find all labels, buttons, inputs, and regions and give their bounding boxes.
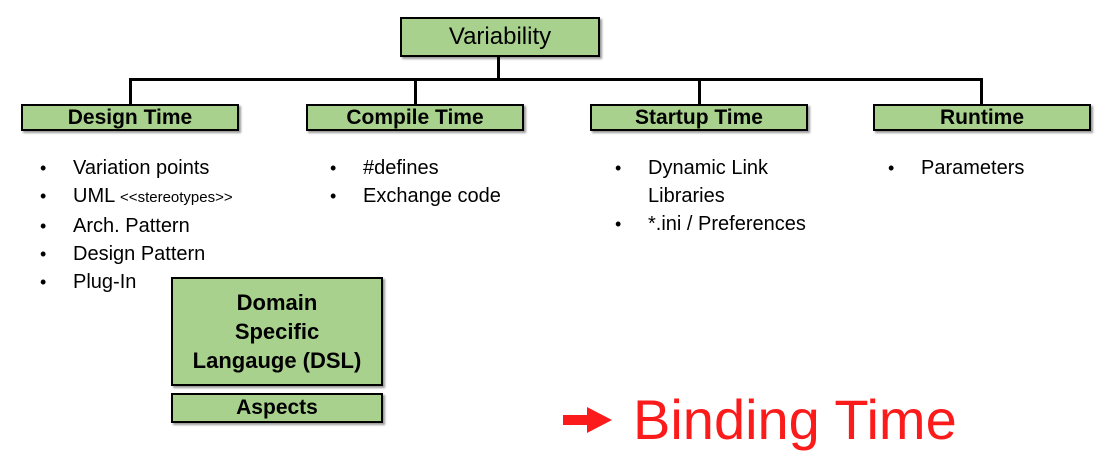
list-item-label: UML <<stereotypes>>	[73, 182, 233, 212]
list-item-label: Arch. Pattern	[73, 215, 190, 237]
variability-label: Variability	[448, 23, 552, 50]
bullet-icon: •	[40, 216, 47, 236]
list-item-label: Dynamic Link Libraries	[648, 157, 769, 207]
bullet-icon: •	[615, 158, 622, 178]
bullet-icon: •	[40, 244, 47, 264]
list-item: • Variation points	[40, 154, 290, 182]
list-item: • Parameters	[888, 154, 1098, 182]
startup-time-list: • Dynamic Link Libraries • *.ini / Prefe…	[615, 154, 845, 238]
bullet-icon: •	[40, 272, 47, 292]
list-item-label: Variation points	[73, 157, 210, 179]
list-item: • #defines	[330, 154, 560, 182]
startup-time-label: Startup Time	[635, 105, 763, 129]
runtime-label: Runtime	[940, 105, 1024, 129]
connector-horizontal-bar	[129, 78, 983, 81]
binding-time-annotation: Binding Time	[563, 392, 957, 448]
right-arrow-icon	[563, 407, 612, 433]
list-item: • UML <<stereotypes>>	[40, 182, 290, 212]
compile-time-list: • #defines • Exchange code	[330, 154, 560, 210]
list-item: • Design Pattern	[40, 240, 290, 268]
connector-trunk	[497, 56, 500, 80]
bullet-icon: •	[330, 158, 337, 178]
list-item: • Dynamic Link Libraries	[615, 154, 845, 210]
aspects-label: Aspects	[236, 396, 318, 419]
dsl-line-3: Langauge (DSL)	[192, 348, 362, 373]
bullet-icon: •	[40, 158, 47, 178]
compile-time-box: Compile Time	[306, 104, 524, 131]
variability-box: Variability	[400, 17, 600, 57]
list-item: • *.ini / Preferences	[615, 210, 845, 238]
list-item: • Exchange code	[330, 182, 560, 210]
bullet-icon: •	[888, 158, 895, 178]
list-item-label: #defines	[363, 157, 439, 179]
uml-label: UML	[73, 185, 115, 207]
list-item: • Plug-In	[40, 268, 290, 296]
dsl-line-1: Domain	[236, 290, 318, 315]
startup-time-box: Startup Time	[590, 104, 808, 131]
connector-drop-compile-time	[414, 78, 417, 105]
list-item: • Arch. Pattern	[40, 212, 290, 240]
list-item-label: Plug-In	[73, 271, 137, 293]
connector-drop-design-time	[129, 78, 132, 105]
binding-time-label: Binding Time	[633, 388, 957, 451]
dsl-line-2: Specific	[234, 319, 320, 344]
connector-drop-startup-time	[698, 78, 701, 105]
bullet-icon: •	[615, 214, 622, 234]
list-item-label: Parameters	[921, 157, 1025, 179]
bullet-icon: •	[330, 186, 337, 206]
design-time-list: • Variation points • UML <<stereotypes>>…	[40, 154, 290, 296]
dsl-box: Domain Specific Langauge (DSL)	[171, 277, 383, 386]
uml-stereotypes-label: <<stereotypes>>	[120, 189, 233, 206]
compile-time-label: Compile Time	[346, 105, 484, 129]
list-item-label: *.ini / Preferences	[648, 213, 806, 235]
runtime-list: • Parameters	[888, 154, 1098, 182]
design-time-box: Design Time	[21, 104, 239, 131]
bullet-icon: •	[40, 186, 47, 206]
aspects-box: Aspects	[171, 393, 383, 423]
connector-drop-runtime	[980, 78, 983, 105]
list-item-label: Exchange code	[363, 185, 501, 207]
runtime-box: Runtime	[873, 104, 1091, 131]
list-item-label: Design Pattern	[73, 243, 206, 265]
design-time-label: Design Time	[67, 105, 193, 129]
